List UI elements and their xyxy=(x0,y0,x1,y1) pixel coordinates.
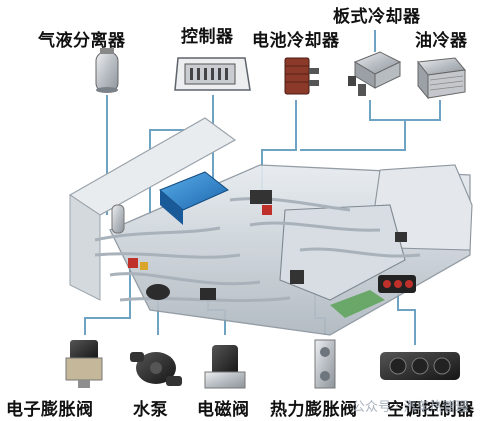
label-controller: 控制器 xyxy=(181,27,234,47)
module-yellow-part xyxy=(140,262,148,270)
module-separator xyxy=(111,204,125,234)
separator-icon xyxy=(95,48,119,93)
front-frame-face xyxy=(69,194,101,301)
label-solenoid-valve: 电磁阀 xyxy=(197,400,250,420)
module-controller-blue-side xyxy=(160,190,183,225)
module-red-part-2 xyxy=(262,205,272,215)
label-ac-controller: 空调控制器 xyxy=(387,400,475,420)
battery-cooler-icon xyxy=(284,57,319,95)
controller-icon xyxy=(174,57,251,91)
label-oil-cooler: 油冷器 xyxy=(415,31,468,51)
label-electronic-expansion-valve: 电子膨胀阀 xyxy=(6,400,94,420)
solenoid-valve-icon xyxy=(204,345,246,389)
module-solenoid xyxy=(200,288,216,300)
leader-to-model xyxy=(300,120,406,151)
module-knob-2 xyxy=(394,280,402,288)
txv-icon xyxy=(314,339,336,389)
watermark: 公众号 · 汽车热管理 xyxy=(352,400,469,415)
module-dark-valve xyxy=(290,270,304,284)
label-water-pump: 水泵 xyxy=(133,400,168,420)
module-dark-block xyxy=(250,190,272,204)
leader-eev xyxy=(84,268,131,335)
pipes xyxy=(94,197,421,303)
label-plate-cooler: 板式冷却器 xyxy=(333,7,421,27)
rear-hvac-box xyxy=(374,164,473,251)
module-knob-1 xyxy=(383,280,391,288)
leader-plate-oil xyxy=(369,100,441,121)
module-pump xyxy=(146,284,170,300)
label-gas-liquid-separator: 气液分离器 xyxy=(38,31,126,51)
plate-cooler-icon xyxy=(348,51,402,96)
module-dark-valve-2 xyxy=(395,232,407,242)
label-thermal-expansion-valve: 热力膨胀阀 xyxy=(270,400,358,420)
module-red-part xyxy=(128,258,138,268)
eev-icon xyxy=(65,340,103,388)
thermal-module-assembly xyxy=(68,117,473,336)
label-battery-cooler: 电池冷却器 xyxy=(252,31,340,51)
module-knob-3 xyxy=(405,280,413,288)
oil-cooler-icon xyxy=(417,57,466,100)
water-pump-icon xyxy=(130,352,182,386)
module-pcb xyxy=(330,290,385,318)
leader-ac-controller xyxy=(397,292,416,345)
ac-controller-icon xyxy=(380,352,460,380)
